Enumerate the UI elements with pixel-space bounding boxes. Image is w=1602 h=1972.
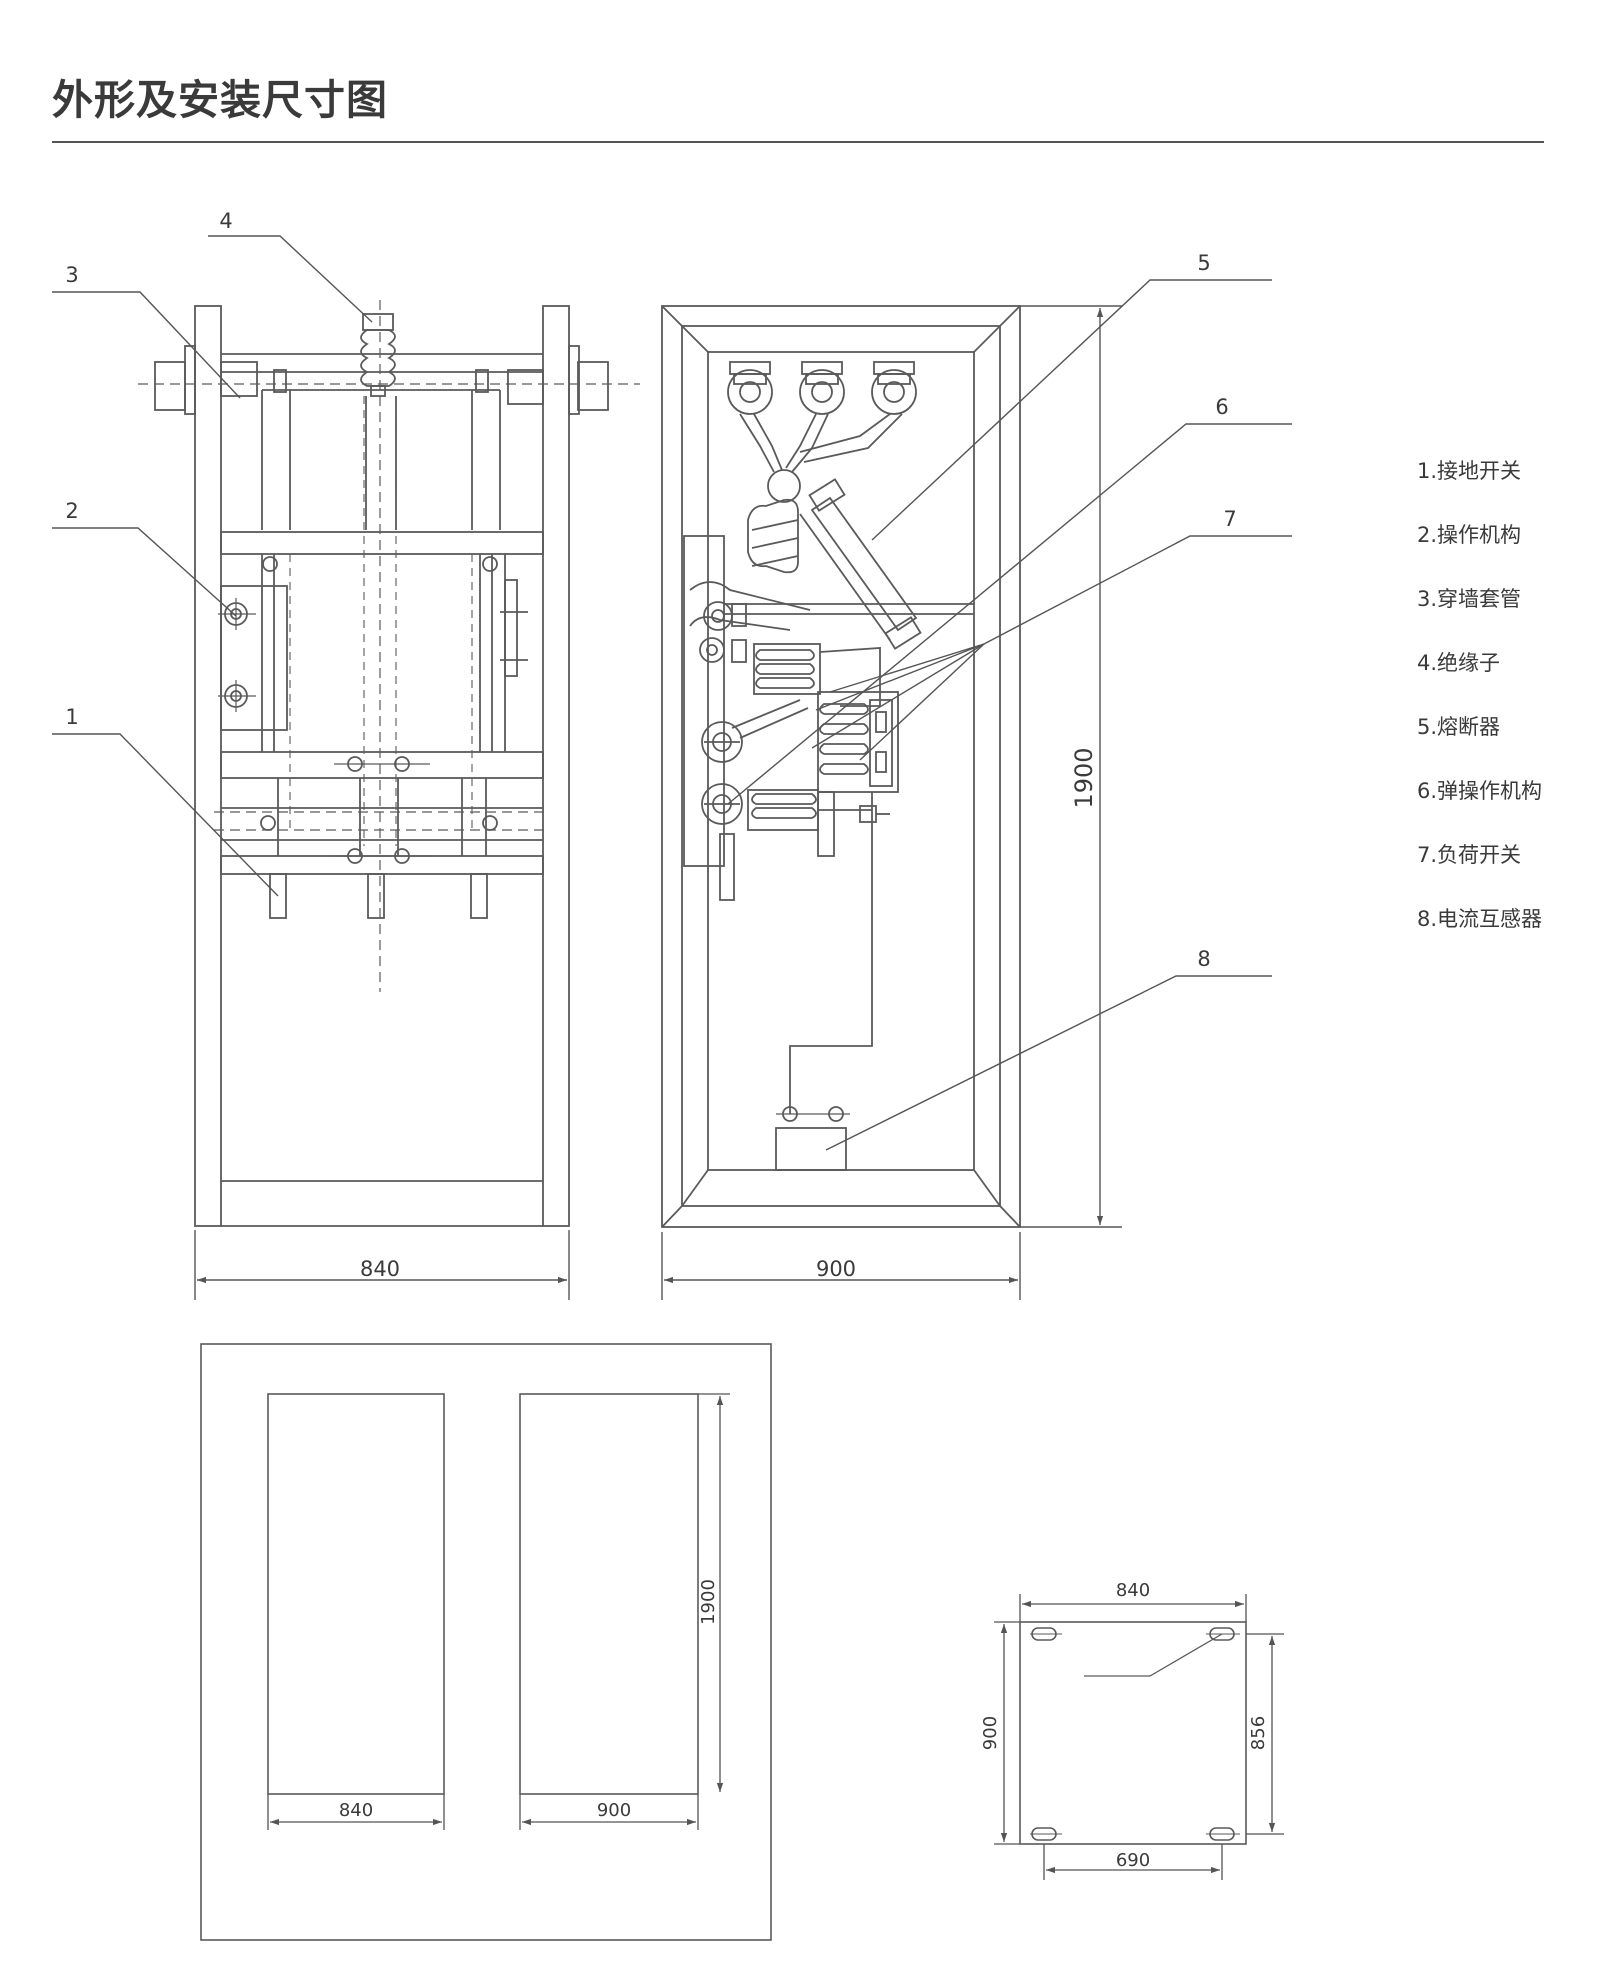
front-view (138, 300, 640, 1227)
legend-item: 1.接地开关 (1417, 459, 1522, 483)
callout-8: 8 (1197, 947, 1210, 971)
legend-item: 8.电流互感器 (1417, 907, 1543, 931)
base-bottom-label: 690 (1116, 1850, 1150, 1871)
legend-item: 3.穿墙套管 (1417, 587, 1522, 611)
side-height-label: 1900 (1070, 747, 1098, 808)
callout-1: 1 (65, 705, 78, 729)
layout-width-a-label: 840 (339, 1800, 373, 1821)
legend-item: 4.绝缘子 (1417, 651, 1501, 675)
base-top-label: 840 (1116, 1580, 1150, 1601)
front-width-dimension (194, 1230, 570, 1300)
title-divider (52, 141, 1544, 143)
legend-item: 7.负荷开关 (1417, 843, 1522, 867)
room-layout (200, 1343, 772, 1941)
layout-width-b-label: 900 (597, 1800, 631, 1821)
side-width-label: 900 (816, 1257, 856, 1281)
callout-7: 7 (1223, 507, 1236, 531)
base-plan (1019, 1621, 1247, 1845)
callout-2: 2 (65, 499, 78, 523)
leader-lines (52, 235, 1292, 1151)
callout-6: 6 (1215, 395, 1228, 419)
base-left-label: 900 (980, 1716, 1001, 1750)
room-dimensions (267, 1393, 730, 1830)
side-dimensions (661, 305, 1122, 1300)
component-legend: 1.接地开关 2.操作机构 3.穿墙套管 4.绝缘子 5.熔断器 6.弹操作机构… (1417, 458, 1542, 970)
layout-height-label: 1900 (698, 1579, 719, 1625)
callout-numbers: 4 3 2 1 5 6 7 8 (65, 209, 1236, 971)
side-view (661, 305, 1021, 1228)
base-right-label: 856 (1248, 1716, 1269, 1750)
page-title: 外形及安装尺寸图 (52, 76, 388, 124)
callout-3: 3 (65, 263, 78, 287)
callout-4: 4 (219, 209, 232, 233)
legend-item: 2.操作机构 (1417, 523, 1522, 547)
front-width-label: 840 (360, 1257, 400, 1281)
base-dimensions (994, 1594, 1284, 1880)
legend-item: 5.熔断器 (1417, 715, 1501, 739)
legend-item: 6.弹操作机构 (1417, 779, 1543, 803)
callout-5: 5 (1197, 251, 1210, 275)
